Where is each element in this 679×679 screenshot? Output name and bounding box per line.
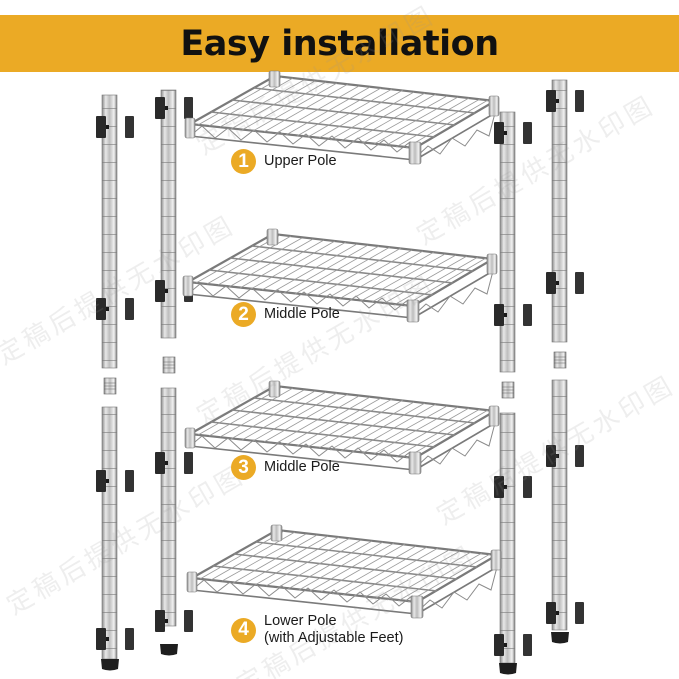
step-number-badge: 4 (231, 617, 256, 643)
step-label-4: 4 Lower Pole (with Adjustable Feet) (231, 613, 403, 647)
pole-a (96, 94, 134, 671)
title-banner: Easy installation (0, 15, 679, 72)
pole-d (546, 79, 584, 644)
pole-c (494, 111, 532, 675)
step-label-3: 3 Middle Pole (231, 455, 340, 480)
step-number-badge: 3 (231, 455, 256, 480)
step-label-text: Middle Pole (264, 459, 340, 475)
page-title: Easy installation (180, 23, 499, 64)
step-label-1: 1 Upper Pole (231, 149, 337, 174)
step-sublabel-text: (with Adjustable Feet) (264, 630, 404, 646)
step-label-text: Lower Pole (264, 613, 337, 629)
step-label-text: Upper Pole (264, 153, 337, 169)
step-number-badge: 2 (231, 302, 256, 327)
shelf-4 (185, 523, 503, 620)
pole-b (155, 89, 193, 656)
step-label-text: Middle Pole (264, 306, 340, 322)
step-label-2: 2 Middle Pole (231, 302, 340, 327)
step-number-badge: 1 (231, 149, 256, 174)
